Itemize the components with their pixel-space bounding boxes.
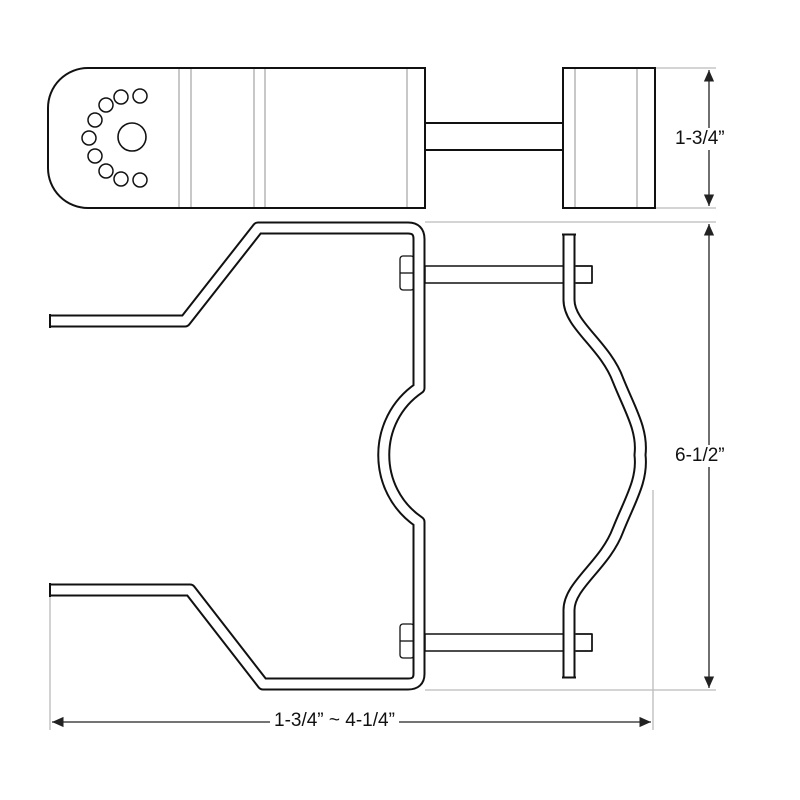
bracket-plate-top <box>47 67 426 209</box>
u-bolts <box>424 265 593 652</box>
clamp-block-top <box>562 67 656 209</box>
adjustment-holes <box>81 88 148 188</box>
top-view <box>47 67 656 209</box>
height-label: 6-1/2” <box>671 445 729 467</box>
clamp-plate <box>562 234 647 678</box>
main-bracket <box>50 221 426 691</box>
side-view <box>49 221 647 691</box>
extension-lines <box>49 67 716 730</box>
top-bolt-bar <box>424 122 566 151</box>
bolt-nuts <box>399 255 415 659</box>
pipe-range-label: 1-3/4” ~ 4-1/4” <box>270 710 399 732</box>
center-hole <box>117 122 147 152</box>
thickness-label: 1-3/4” <box>671 128 729 150</box>
